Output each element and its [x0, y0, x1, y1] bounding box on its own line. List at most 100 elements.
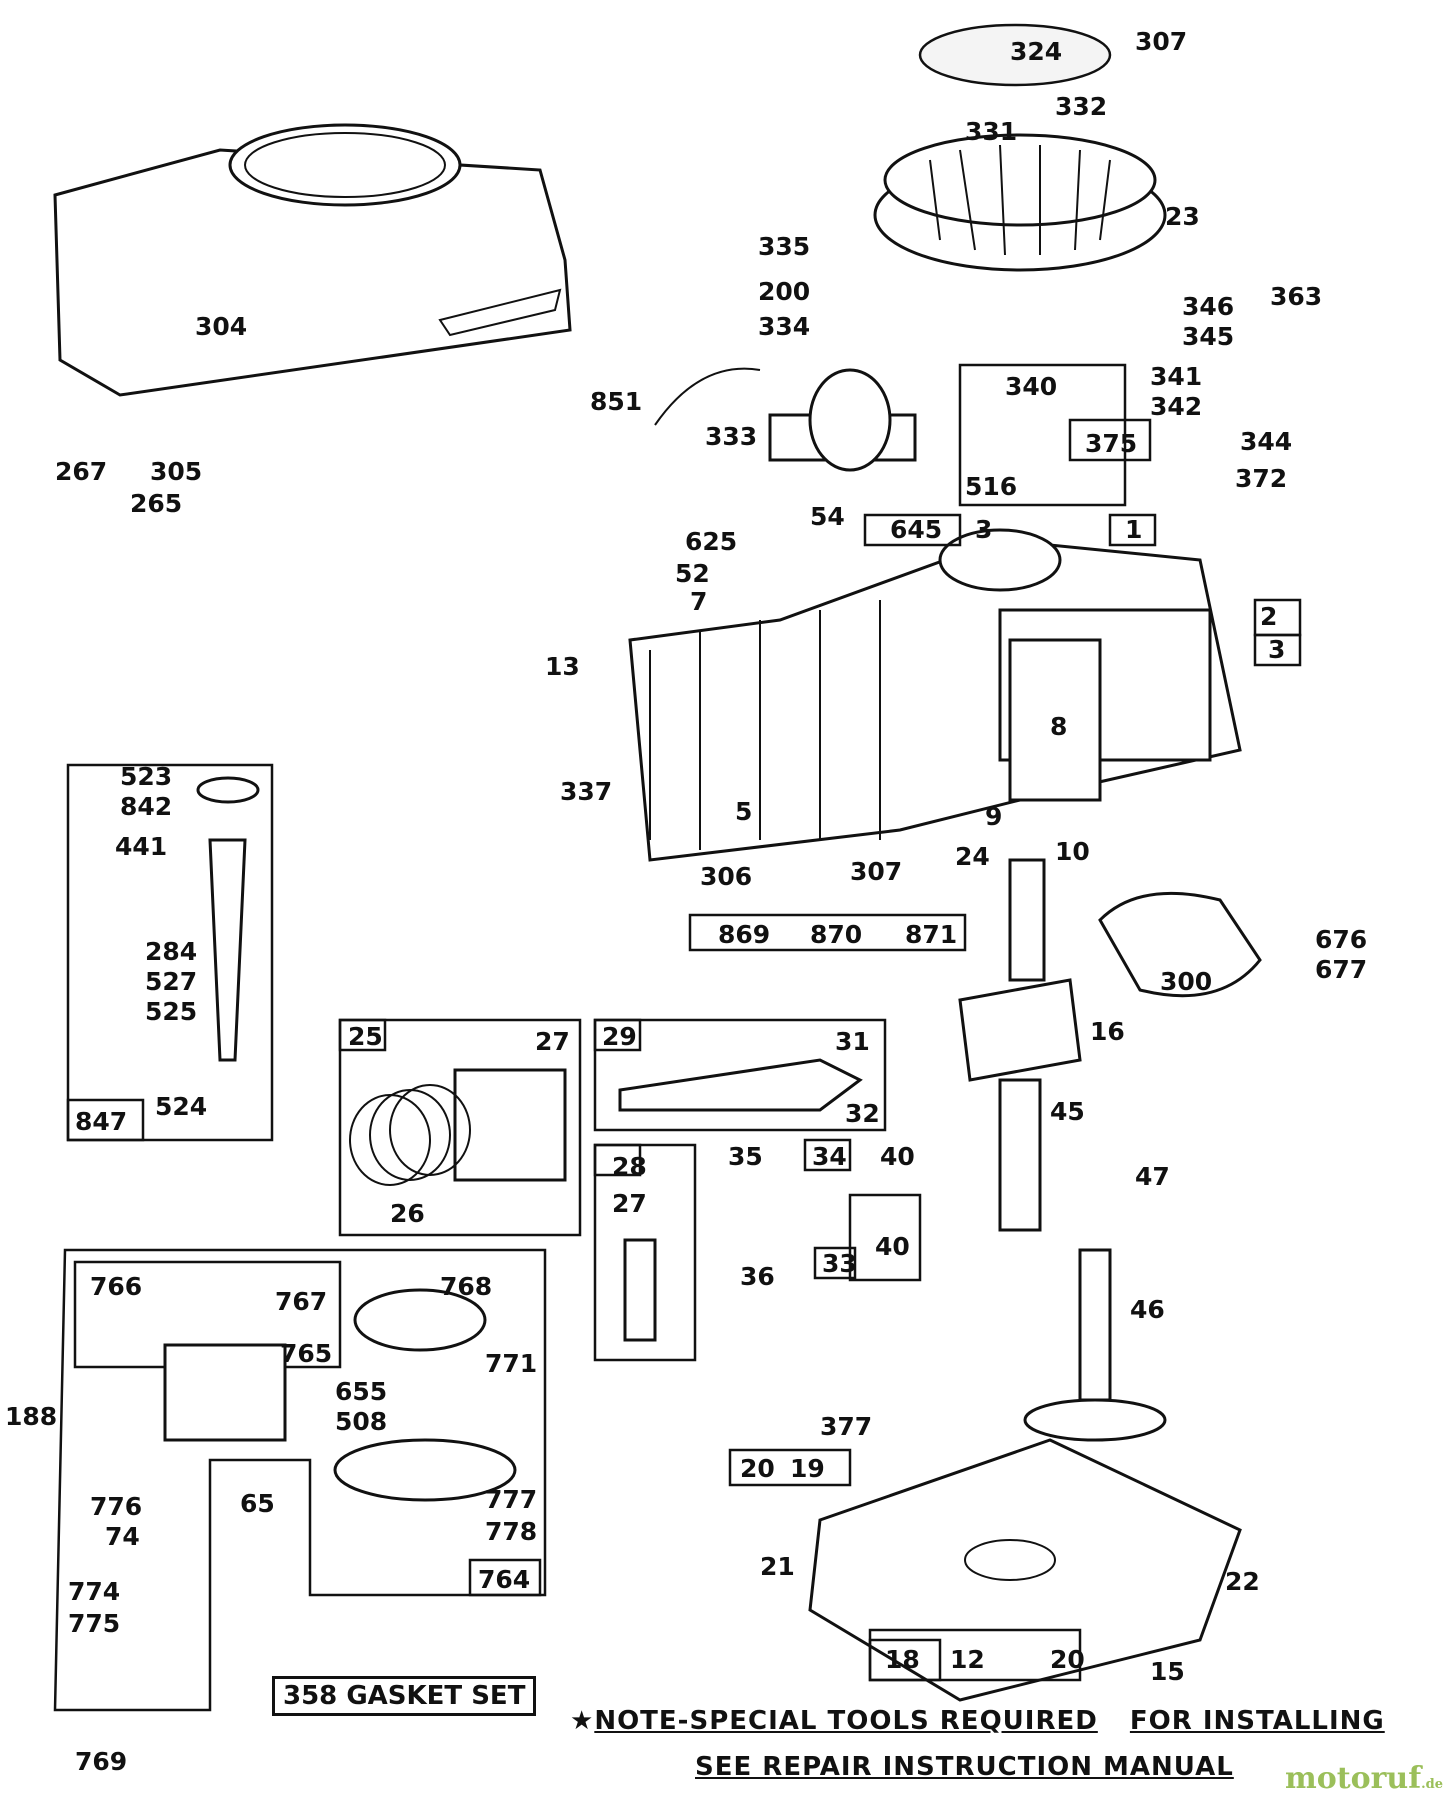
label-7: 7	[690, 587, 707, 616]
label-363: 363	[1270, 282, 1322, 311]
label-655: 655	[335, 1377, 387, 1406]
label-74: 74	[105, 1522, 140, 1551]
label-523: 523	[120, 762, 172, 791]
label-52: 52	[675, 559, 710, 588]
label-29: 29	[602, 1022, 637, 1051]
label-frames	[688, 363, 1302, 1487]
label-766: 766	[90, 1272, 142, 1301]
label-26: 26	[390, 1199, 425, 1228]
camshaft	[1023, 1248, 1167, 1442]
label-31: 31	[835, 1027, 870, 1056]
label-46: 46	[1130, 1295, 1165, 1324]
piston-box	[338, 1018, 582, 1237]
flywheel	[873, 133, 1167, 272]
label-525: 525	[145, 997, 197, 1026]
rotating-screen	[918, 23, 1112, 87]
starter-box	[53, 1248, 547, 1712]
label-19: 19	[790, 1454, 825, 1483]
label-778: 778	[485, 1517, 537, 1546]
note-line1b: FOR INSTALLING	[1129, 1706, 1385, 1736]
label-771: 771	[485, 1349, 537, 1378]
label-47: 47	[1135, 1162, 1170, 1191]
label-267: 267	[55, 457, 107, 486]
blower-housing	[53, 123, 572, 397]
label-307-lower: 307	[850, 857, 902, 886]
note-star: ★	[570, 1706, 595, 1736]
repair-manual-text: SEE REPAIR INSTRUCTION MANUAL	[695, 1752, 1234, 1782]
connecting-rod-box	[593, 1018, 887, 1132]
label-200: 200	[758, 277, 810, 306]
label-27-valve: 27	[612, 1189, 647, 1218]
label-625: 625	[685, 527, 737, 556]
label-65: 65	[240, 1489, 275, 1518]
watermark-tld: .de	[1421, 1777, 1443, 1792]
label-306: 306	[700, 862, 752, 891]
label-21: 21	[760, 1552, 795, 1581]
special-tools-note: ★NOTE-SPECIAL TOOLS REQUIRED FOR INSTALL…	[570, 1706, 1385, 1736]
label-847: 847	[75, 1107, 127, 1136]
label-5: 5	[735, 797, 752, 826]
label-334: 334	[758, 312, 810, 341]
label-13: 13	[545, 652, 580, 681]
label-344: 344	[1240, 427, 1292, 456]
label-842: 842	[120, 792, 172, 821]
callout-labels: 324 307 332 331 23 363 335 200 334 346 3…	[5, 27, 1367, 1776]
ignition-armature	[654, 367, 917, 472]
label-333: 333	[705, 422, 757, 451]
cylinder-block	[628, 528, 1242, 862]
label-346: 346	[1182, 292, 1234, 321]
label-36: 36	[740, 1262, 775, 1291]
label-765: 765	[280, 1339, 332, 1368]
label-305: 305	[150, 457, 202, 486]
watermark: motoruf.de	[1285, 1761, 1443, 1796]
watermark-brand: motoruf	[1284, 1761, 1422, 1796]
label-645: 645	[890, 515, 942, 544]
label-870: 870	[810, 920, 862, 949]
label-284: 284	[145, 937, 197, 966]
label-15: 15	[1150, 1657, 1185, 1686]
label-3-upper: 3	[975, 515, 992, 544]
label-307: 307	[1135, 27, 1187, 56]
label-28: 28	[612, 1152, 647, 1181]
valve-boxes	[593, 1138, 922, 1362]
label-33: 33	[822, 1249, 857, 1278]
note-line1a: NOTE-SPECIAL TOOLS REQUIRED	[594, 1706, 1098, 1736]
label-324: 324	[1010, 37, 1062, 66]
label-869: 869	[718, 920, 770, 949]
filler-assembly	[66, 763, 274, 1142]
label-769: 769	[75, 1747, 127, 1776]
label-40-lower: 40	[875, 1232, 910, 1261]
label-767: 767	[275, 1287, 327, 1316]
label-345: 345	[1182, 322, 1234, 351]
label-777: 777	[485, 1485, 537, 1514]
label-265: 265	[130, 489, 182, 518]
label-300: 300	[1160, 967, 1212, 996]
label-34: 34	[812, 1142, 847, 1171]
label-331: 331	[965, 117, 1017, 146]
label-677: 677	[1315, 955, 1367, 984]
label-375: 375	[1085, 429, 1137, 458]
label-776: 776	[90, 1492, 142, 1521]
label-341: 341	[1150, 362, 1202, 391]
label-441: 441	[115, 832, 167, 861]
label-2: 2	[1260, 602, 1277, 631]
label-32: 32	[845, 1099, 880, 1128]
label-335: 335	[758, 232, 810, 261]
crankshaft	[958, 858, 1082, 1232]
label-676: 676	[1315, 925, 1367, 954]
label-774: 774	[68, 1577, 120, 1606]
label-340: 340	[1005, 372, 1057, 401]
label-10: 10	[1055, 837, 1090, 866]
label-45: 45	[1050, 1097, 1085, 1126]
label-342: 342	[1150, 392, 1202, 421]
label-188: 188	[5, 1402, 57, 1431]
label-9: 9	[985, 802, 1002, 831]
label-1: 1	[1125, 515, 1142, 544]
label-871: 871	[905, 920, 957, 949]
label-304: 304	[195, 312, 247, 341]
label-20-left: 20	[740, 1454, 775, 1483]
label-332: 332	[1055, 92, 1107, 121]
label-764: 764	[478, 1565, 530, 1594]
sump	[808, 1438, 1242, 1702]
label-12: 12	[950, 1645, 985, 1674]
